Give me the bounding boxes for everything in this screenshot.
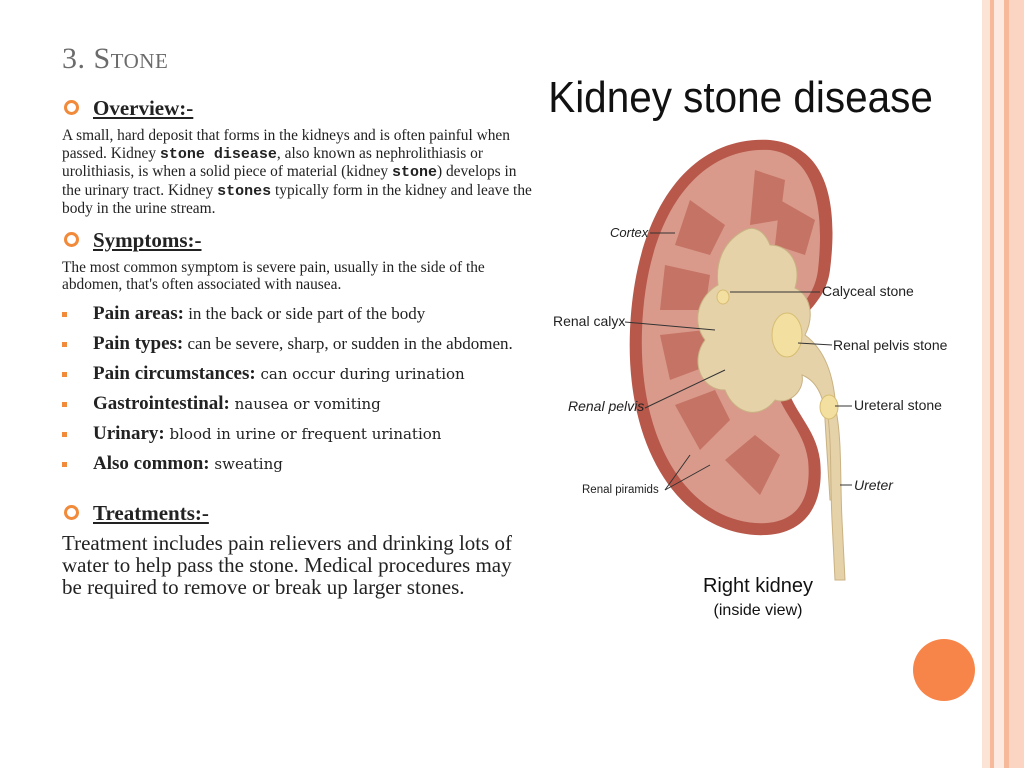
square-bullet-icon: [62, 431, 67, 437]
page-title: 3. Stone: [62, 42, 169, 75]
label-renal-pelvis-stone: Renal pelvis stone: [833, 337, 948, 353]
diagram-caption: Right kidney: [703, 575, 813, 597]
ureter: [826, 409, 846, 581]
overview-text: A small, hard deposit that forms in the …: [62, 127, 532, 217]
list-item: Urinary: blood in urine or frequent urin…: [62, 423, 532, 445]
label-calyceal-stone: Calyceal stone: [822, 283, 914, 299]
diagram-title: Kidney stone disease: [548, 72, 933, 121]
square-bullet-icon: [62, 311, 67, 317]
renal-pyramids: [660, 170, 815, 495]
square-bullet-icon: [62, 461, 67, 467]
label-renal-piramids: Renal piramids: [582, 484, 659, 496]
square-bullet-icon: [62, 371, 67, 377]
square-bullet-icon: [62, 401, 67, 407]
kidney-diagram: Kidney stone disease Cortex Calyceal sto…: [548, 72, 948, 619]
ureteral-stone: [819, 394, 839, 420]
decorative-stripes: [982, 0, 1024, 768]
list-item: Pain types: can be severe, sharp, or sud…: [62, 333, 532, 355]
label-renal-pelvis: Renal pelvis: [568, 398, 644, 414]
ring-bullet-icon: [64, 100, 79, 115]
slide-content: Overview:- A small, hard deposit that fo…: [62, 96, 532, 598]
label-cortex: Cortex: [610, 225, 649, 240]
list-item: Gastrointestinal: nausea or vomiting: [62, 393, 532, 415]
renal-pelvis-stone: [771, 312, 803, 358]
label-ureter: Ureter: [854, 477, 894, 493]
label-ureteral-stone: Ureteral stone: [854, 397, 942, 413]
square-bullet-icon: [62, 341, 67, 347]
symptoms-intro: The most common symptom is severe pain, …: [62, 258, 485, 294]
treatments-text: Treatment includes pain relievers and dr…: [62, 530, 513, 599]
symptoms-heading: Symptoms:-: [62, 228, 532, 252]
symptoms-list: Pain areas: in the back or side part of …: [62, 303, 532, 475]
ring-bullet-icon: [64, 504, 79, 520]
renal-pelvis: [697, 227, 841, 501]
treatments-heading: Treatments:-: [62, 501, 532, 525]
calyceal-stone: [716, 289, 730, 305]
overview-heading: Overview:-: [62, 96, 532, 120]
ring-bullet-icon: [64, 231, 79, 247]
label-renal-calyx: Renal calyx: [553, 313, 625, 329]
list-item: Also common: sweating: [62, 453, 532, 475]
list-item: Pain areas: in the back or side part of …: [62, 303, 532, 325]
diagram-subcaption: (inside view): [714, 602, 803, 619]
label-leader-lines: [624, 232, 852, 491]
decorative-orange-circle: [913, 639, 975, 701]
list-item: Pain circumstances: can occur during uri…: [62, 363, 532, 385]
